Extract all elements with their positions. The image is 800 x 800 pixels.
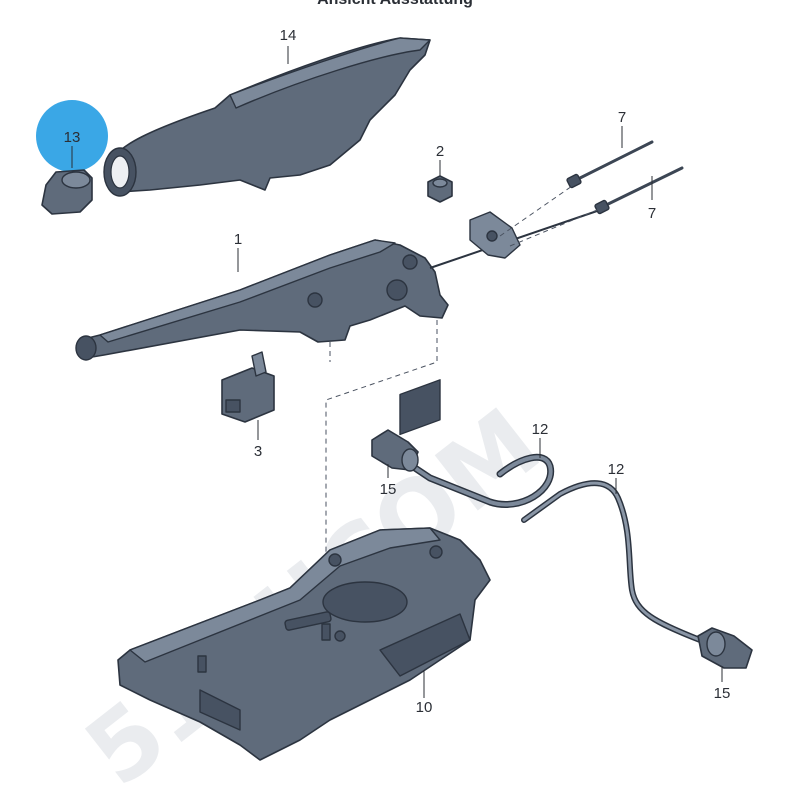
callout-1: 1 xyxy=(234,231,242,248)
part-14-grip-cover[interactable] xyxy=(103,37,431,197)
callout-7-lower: 7 xyxy=(648,205,656,222)
callout-12-left: 12 xyxy=(532,421,549,438)
part-12-rod-right[interactable] xyxy=(521,480,703,643)
part-7-brake-cable-lower[interactable] xyxy=(594,166,684,215)
cable-equalizer[interactable] xyxy=(469,211,521,259)
callout-15-right: 15 xyxy=(714,685,731,702)
part-15-grommet-right[interactable] xyxy=(697,627,753,669)
part-2-nut[interactable] xyxy=(427,175,453,203)
header-title-fragment: Ansicht Ausstattung xyxy=(317,0,473,8)
callout-14: 14 xyxy=(280,27,297,44)
callout-3: 3 xyxy=(254,443,262,460)
callout-2: 2 xyxy=(436,143,444,160)
callout-12-right: 12 xyxy=(608,461,625,478)
highlight-marker xyxy=(36,100,108,172)
part-10-base-plate[interactable] xyxy=(117,379,491,761)
callout-15-left: 15 xyxy=(380,481,397,498)
part-13-end-cap[interactable] xyxy=(41,169,93,215)
callout-7-upper: 7 xyxy=(618,109,626,126)
callout-13: 13 xyxy=(64,129,81,146)
part-3-handbrake-switch[interactable] xyxy=(221,351,275,423)
part-1-handbrake-lever[interactable] xyxy=(75,209,601,361)
part-12-rod-left[interactable] xyxy=(396,453,555,508)
part-15-grommet-left[interactable] xyxy=(371,429,419,472)
part-7-brake-cable-upper[interactable] xyxy=(566,140,654,189)
callout-10: 10 xyxy=(416,699,433,716)
